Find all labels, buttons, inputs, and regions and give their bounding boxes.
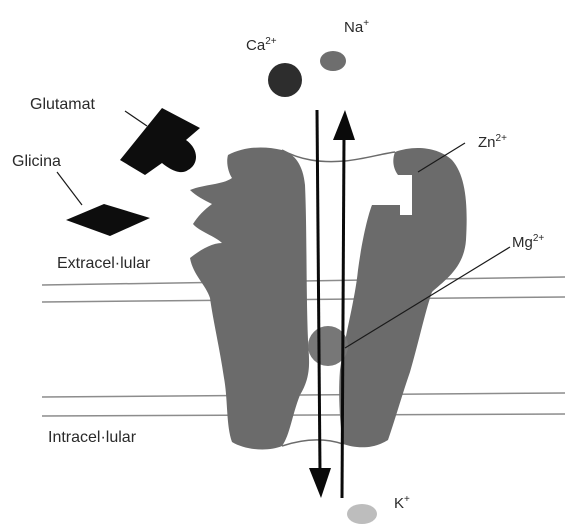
potassium-symbol: K [394, 495, 404, 512]
glycine-leader [57, 172, 82, 205]
glycine-ligand [66, 204, 150, 236]
sodium-symbol: Na [344, 19, 363, 36]
calcium-charge: 2+ [265, 36, 276, 47]
glutamate-label: Glutamat [30, 97, 95, 113]
glutamate-leader [125, 111, 147, 126]
glycine-label: Glicina [12, 154, 61, 170]
potassium-label: K+ [394, 496, 410, 511]
magnesium-label: Mg2+ [512, 235, 544, 250]
sodium-charge: + [363, 18, 369, 29]
potassium-ion [347, 504, 377, 524]
sodium-ion [320, 51, 346, 71]
outward-arrow-shaft [342, 137, 344, 498]
magnesium-charge: 2+ [533, 233, 544, 244]
zinc-label: Zn2+ [478, 135, 507, 150]
inward-arrow-shaft [317, 110, 320, 472]
inward-arrowhead [309, 468, 331, 498]
calcium-label: Ca2+ [246, 38, 277, 53]
zinc-symbol: Zn [478, 134, 496, 151]
extracellular-label: Extracel·lular [57, 256, 150, 272]
potassium-charge: + [404, 494, 410, 505]
glutamate-ligand [120, 108, 200, 175]
pore-top-line [282, 150, 395, 162]
left-subunit [190, 147, 309, 449]
pore-bottom-line [282, 440, 343, 446]
sodium-label: Na+ [344, 20, 369, 35]
zinc-charge: 2+ [496, 133, 507, 144]
membrane-line-inner-bottom [42, 393, 565, 397]
calcium-ion [268, 63, 302, 97]
calcium-symbol: Ca [246, 37, 265, 54]
membrane-line-outer-bottom [42, 414, 565, 416]
outward-arrowhead [333, 110, 355, 140]
intracellular-label: Intracel·lular [48, 430, 136, 446]
magnesium-symbol: Mg [512, 234, 533, 251]
